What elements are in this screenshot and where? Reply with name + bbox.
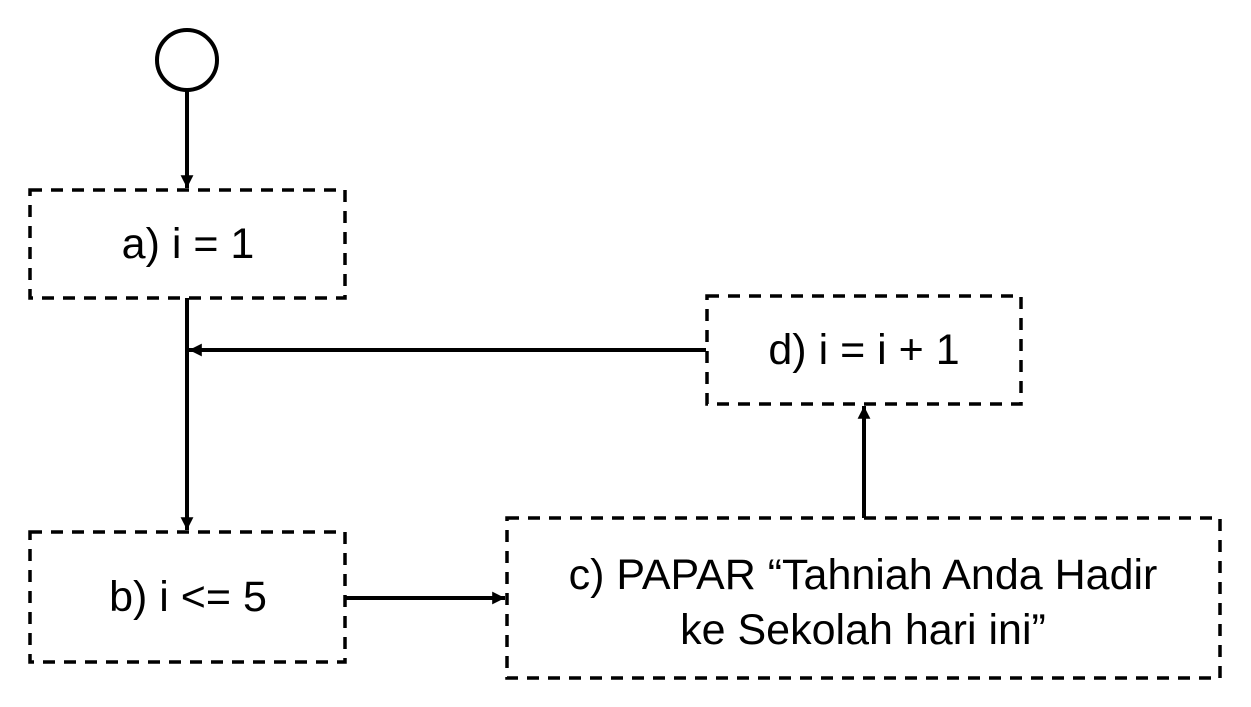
decision-node-b-label: b) i <= 5	[109, 573, 267, 621]
process-node-a-label: a) i = 1	[122, 220, 255, 268]
decision-node-b-box	[28, 530, 347, 664]
output-node-c: c) PAPAR “Tahniah Anda Hadir ke Sekolah …	[505, 516, 1222, 680]
process-node-d-label: d) i = i + 1	[768, 326, 959, 374]
output-node-c-line-1: c) PAPAR “Tahniah Anda Hadir	[569, 551, 1158, 599]
start-node	[155, 28, 219, 92]
decision-node-b: b) i <= 5	[28, 530, 347, 664]
process-node-d: d) i = i + 1	[705, 294, 1023, 406]
process-node-a: a) i = 1	[28, 188, 347, 300]
process-node-d-box	[705, 294, 1023, 406]
output-node-c-box	[505, 516, 1222, 680]
process-node-a-box	[28, 188, 347, 300]
output-node-c-line-2: ke Sekolah hari ini”	[680, 606, 1046, 654]
